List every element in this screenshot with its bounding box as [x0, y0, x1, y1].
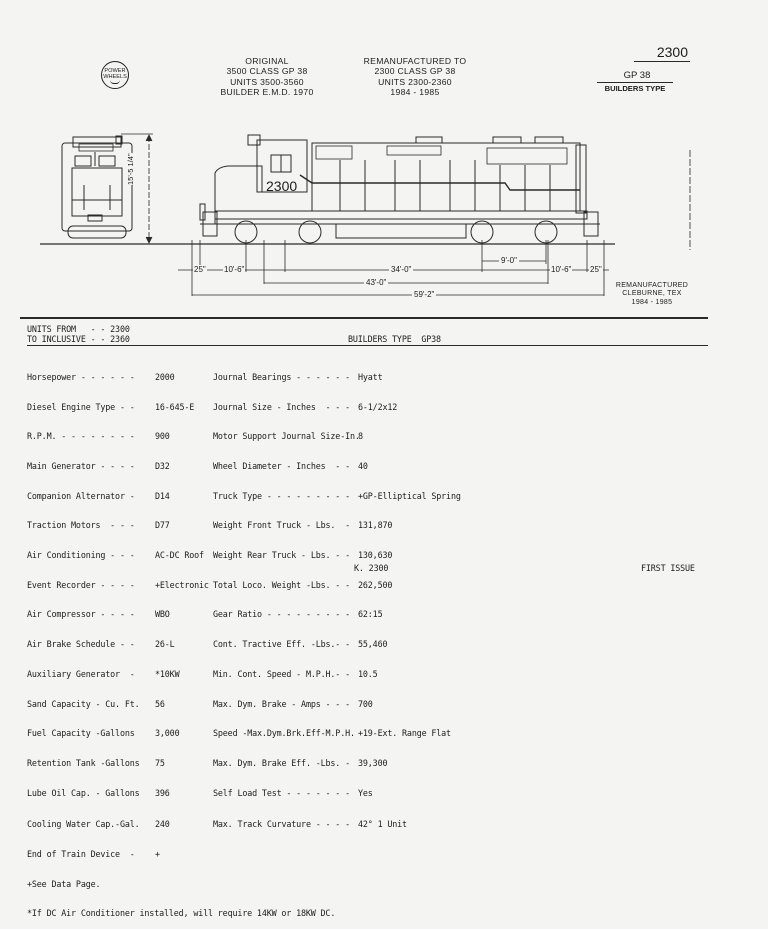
spec-row: Diesel Engine Type - -16-645-E — [27, 401, 195, 412]
spec-row: Truck Type - - - - - - - - -+GP-Elliptic… — [213, 490, 461, 501]
dim-overhang-right: 25" — [589, 265, 603, 274]
spec-row: Traction Motors - - -D77 — [27, 520, 170, 531]
height-label: 15'-5 1/4" — [126, 153, 135, 185]
spec-row: R.P.M. - - - - - - - -900 — [27, 431, 170, 442]
dim-wheelbase-left: 10'-6" — [223, 265, 246, 274]
dim-wheelbase-right: 10'-6" — [550, 265, 573, 274]
note-see-data-page: +See Data Page. — [27, 878, 101, 889]
original-class: 3500 CLASS GP 38 — [226, 66, 308, 77]
spec-row: Wheel Diameter - Inches - -40 — [213, 460, 368, 471]
reman-title: REMANUFACTURED TO — [363, 56, 467, 66]
issue-label: FIRST ISSUE — [641, 563, 695, 573]
builders-type-underline — [597, 82, 673, 83]
spec-row: Self Load Test - - - - - - -Yes — [213, 787, 373, 798]
reman-units: UNITS 2300-2360 — [378, 76, 452, 87]
original-builder: BUILDER E.M.D. 1970 — [220, 87, 314, 98]
note-dc-air-conditioner: *If DC Air Conditioner installed, will r… — [27, 908, 336, 919]
power-wheels-logo: POWER WHEELS — [101, 61, 129, 89]
reman-note-line2: CLEBURNE, TEX — [622, 290, 682, 298]
spec-header-rule — [27, 345, 708, 346]
spec-row: Max. Dym. Brake Eff. -Lbs. -39,300 — [213, 757, 388, 768]
front-end-view — [61, 135, 133, 239]
side-view — [199, 134, 600, 244]
spec-row: Min. Cont. Speed - M.P.H.- -10.5 — [213, 668, 378, 679]
dim-fuel-tank: 9'-0" — [499, 256, 519, 265]
spec-row: Air Conditioning - - -AC-DC Roof — [27, 550, 204, 561]
reman-note-line3: 1984 - 1985 — [631, 298, 673, 306]
spec-row: Journal Bearings - - - - - -Hyatt — [213, 371, 383, 382]
logo-line2: WHEELS — [103, 74, 127, 81]
reman-years: 1984 - 1985 — [390, 87, 440, 98]
spec-row: Main Generator - - - -D32 — [27, 460, 170, 471]
units-from: UNITS FROM - - 2300 — [27, 324, 130, 334]
builders-type-label: BUILDERS TYPE — [604, 84, 666, 93]
spec-row: Motor Support Journal Size-In.8 — [213, 431, 363, 442]
dim-overhang-left: 25" — [193, 265, 207, 274]
spec-row: Companion Alternator -D14 — [27, 490, 170, 501]
spec-row: Horsepower - - - - - -2000 — [27, 371, 175, 382]
spec-row: End of Train Device -+ — [27, 849, 160, 860]
spec-row: Weight Rear Truck - Lbs. - -130,630 — [213, 550, 393, 561]
class-number: 2300 — [656, 44, 688, 60]
spec-top-rule — [20, 317, 708, 319]
to-inclusive: TO INCLUSIVE - - 2360 — [27, 334, 130, 344]
spec-row: Event Recorder - - - -+Electronic — [27, 579, 209, 590]
power-wheels-logo-icon — [110, 80, 120, 85]
original-title: ORIGINAL — [245, 56, 289, 66]
spec-row: Weight Front Truck - Lbs. -131,870 — [213, 520, 393, 531]
reman-note-line1: REMANUFACTURED — [615, 282, 689, 289]
original-units: UNITS 3500-3560 — [230, 76, 304, 87]
class-number-underline — [634, 61, 690, 62]
dim-overall-length: 59'-2" — [412, 290, 437, 299]
spec-row: Total Loco. Weight -Lbs. - -262,500 — [213, 579, 393, 590]
spec-row: Journal Size - Inches - - -6-1/2x12 — [213, 401, 398, 412]
remanufactured-note: REMANUFACTURED CLEBURNE, TEX 1984 - 1985 — [612, 282, 692, 307]
spec-row: Gear Ratio - - - - - - - - -62:15 — [213, 609, 383, 620]
spec-row: Max. Track Curvature - - - -42° 1 Unit — [213, 819, 407, 830]
dimension-lines — [178, 150, 691, 296]
reman-class: 2300 CLASS GP 38 — [374, 66, 456, 77]
remanufactured-info: REMANUFACTURED TO 2300 CLASS GP 38 UNITS… — [355, 56, 475, 98]
page-id: K. 2300 — [354, 563, 389, 573]
cab-number: 2300 — [266, 178, 297, 194]
spec-row: Speed -Max.Dym.Brk.Eff-M.P.H.+19-Ext. Ra… — [213, 728, 451, 739]
spec-row: Max. Dym. Brake - Amps - - -700 — [213, 698, 373, 709]
spec-builders-type: BUILDERS TYPE GP38 — [348, 334, 441, 344]
spec-right-column: Journal Bearings - - - - - -Hyatt Journa… — [213, 353, 461, 840]
locomotive-drawing: 2300 — [40, 133, 691, 296]
height-dimension — [121, 133, 153, 244]
builders-type-value: GP 38 — [623, 70, 651, 81]
spec-row: Cont. Tractive Eff. -Lbs.- -55,460 — [213, 639, 388, 650]
dim-over-trucks: 43'-0" — [364, 278, 389, 287]
dim-truck-centers: 34'-0" — [389, 265, 414, 274]
original-info: ORIGINAL 3500 CLASS GP 38 UNITS 3500-356… — [212, 56, 322, 98]
logo-line1: POWER — [104, 68, 126, 74]
